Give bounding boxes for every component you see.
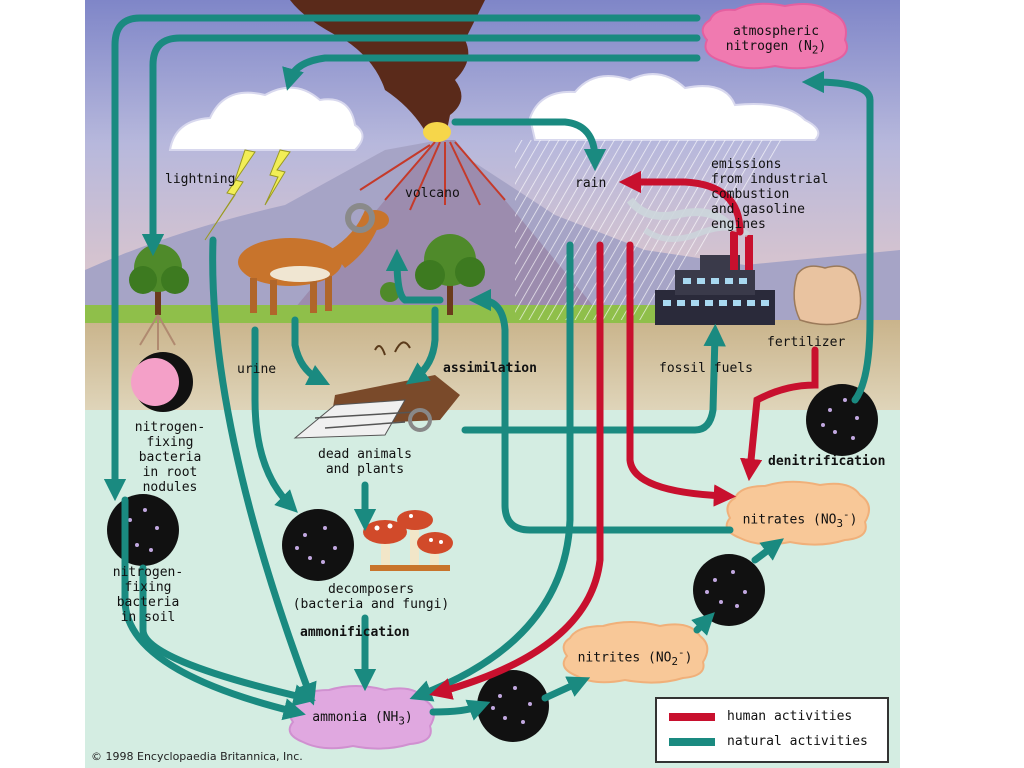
goat	[238, 203, 389, 315]
arrow-rain-to-nitrates-human	[626, 241, 737, 507]
nitrites-end: )	[684, 650, 693, 666]
atmospheric-nitrogen-subscript: 2	[811, 43, 819, 57]
arrow-rain-to-ammonia	[409, 241, 574, 702]
arrow-bacteria-to-nitrates	[751, 538, 784, 564]
arrow-lightning-to-ammonia	[209, 236, 317, 706]
nitrites-label: nitrites (NO2-)	[565, 645, 705, 669]
atmospheric-nitrogen-line1: atmospheric	[732, 24, 820, 39]
factory	[626, 197, 775, 325]
human-arrows	[429, 170, 819, 700]
legend-row-human: human activities	[669, 709, 852, 724]
root-nodule-bacteria-label: nitrogen- fixing bacteria in root nodule…	[134, 420, 206, 495]
atmospheric-nitrogen-line2: nitrogen (N	[725, 39, 812, 54]
legend-label-human: human activities	[727, 709, 853, 724]
arrow-bacteria-to-nitrites	[541, 676, 591, 702]
ammonification-label: ammonification	[300, 625, 410, 640]
arrow-n2-to-cloud	[282, 54, 701, 91]
atmospheric-nitrogen-cloud	[701, 2, 849, 70]
assimilation-label: assimilation	[443, 361, 537, 376]
copyright-notice: © 1998 Encyclopaedia Britannica, Inc.	[91, 750, 303, 763]
nitrites-subscript: 2	[671, 654, 679, 668]
emissions-label: emissions from industrial combustion and…	[711, 157, 829, 232]
volcano-glow	[423, 122, 451, 142]
arrow-rain-to-ammonia-human	[429, 241, 604, 700]
legend-swatch-human	[669, 712, 715, 721]
dead-animals-plants-label: dead animals and plants	[318, 447, 412, 477]
center-tree	[415, 234, 485, 315]
nitrates-label: nitrates (NO3-)	[730, 507, 870, 531]
ammonia-main: ammonia (NH	[312, 710, 399, 725]
arrow-n2-to-left-tree	[141, 34, 701, 257]
ammonia-label: ammonia (NH3)	[290, 710, 435, 729]
nitrites-superscript: -	[678, 646, 685, 659]
arrow-fertilizer-to-nitrates	[739, 346, 819, 482]
dead-matter-pile	[293, 341, 460, 439]
nitrates-superscript: -	[843, 508, 850, 521]
natural-arrows	[103, 14, 874, 721]
arrow-ammonia-to-nitrifying-bacteria	[429, 699, 491, 721]
arrow-denitrification-to-n2	[801, 70, 874, 404]
arrow-soil-bacteria-to-ammonia	[139, 564, 316, 707]
soil-bacteria-label: nitrogen- fixing bacteria in soil	[112, 565, 184, 625]
arrow-urine-to-decomposers	[251, 326, 298, 513]
arrow-volcano-to-rain	[451, 118, 607, 172]
legend-row-natural: natural activities	[669, 734, 868, 749]
diagram-canvas	[85, 0, 900, 768]
nitrites-main: nitrites (NO	[577, 650, 672, 666]
lava-streaks	[359, 141, 506, 211]
ammonia-subscript: 3	[398, 714, 405, 728]
decomposers-label: decomposers (bacteria and fungi)	[292, 582, 450, 612]
arrow-emissions-to-rain	[618, 170, 744, 236]
nitrates-main: nitrates (NO	[742, 512, 837, 528]
fertilizer-sack	[793, 265, 862, 326]
ammonia-end: )	[404, 710, 413, 725]
lightning-bolts	[204, 149, 291, 241]
lightning-label: lightning	[165, 172, 236, 187]
legend-label-natural: natural activities	[727, 734, 868, 749]
arrow-assimilation-to-tree	[385, 248, 444, 304]
legend: human activities natural activities	[655, 697, 889, 763]
urine-label: urine	[237, 362, 277, 377]
volcano-label: volcano	[405, 186, 460, 201]
fertilizer-label: fertilizer	[767, 335, 846, 350]
arrow-n2-to-soil-bacteria	[103, 14, 701, 502]
nitrites-cloud	[562, 621, 709, 684]
nitrates-subscript: 3	[836, 516, 844, 530]
legend-swatch-natural	[669, 737, 715, 746]
left-tree	[129, 244, 189, 350]
small-bush	[380, 282, 400, 302]
nitrates-end: )	[849, 512, 858, 528]
arrow-nitrates-to-plants-assimilation	[468, 288, 734, 534]
arrow-goat-to-dead-matter	[291, 316, 331, 386]
denitrification-label: denitrification	[768, 454, 886, 469]
atmospheric-nitrogen-end: )	[818, 39, 827, 54]
arrow-dead-matter-to-fossil-fuels	[461, 323, 726, 434]
arrow-nitrites-to-bacteria	[691, 612, 715, 636]
bacteria-specks	[123, 398, 859, 724]
rain-label: rain	[575, 176, 607, 191]
arrow-plant-to-dead-matter	[405, 306, 439, 385]
right-cloud	[528, 73, 820, 141]
fossil-fuels-label: fossil fuels	[659, 361, 753, 376]
arrow-root-bacteria-to-ammonia	[121, 496, 306, 721]
